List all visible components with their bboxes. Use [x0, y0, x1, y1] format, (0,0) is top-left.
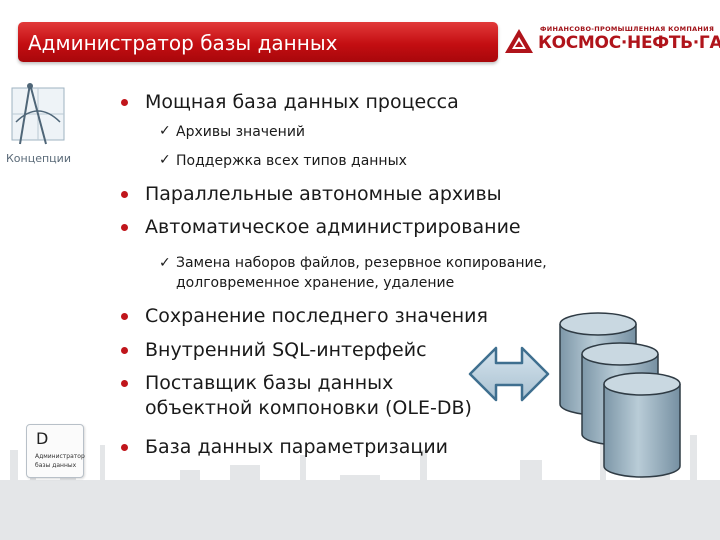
page-title: Администратор базы данных	[28, 31, 338, 55]
list-item: Сохранение последнего значения	[121, 305, 488, 327]
company-logo: ФИНАНСОВО-ПРОМЫШЛЕННАЯ КОМПАНИЯ КОСМОС·Н…	[504, 24, 720, 58]
list-item: Автоматическое администрирование	[121, 216, 521, 238]
list-item: База данных параметризации	[121, 436, 448, 458]
industrial-skyline-decoration	[0, 430, 720, 540]
list-subitem: ✓ Поддержка всех типов данных	[159, 152, 407, 169]
company-name: КОСМОС·НЕФТЬ·ГАЗ	[538, 33, 720, 53]
list-item: Поставщик базы данных объектной компонов…	[121, 371, 485, 421]
double-arrow-icon	[468, 346, 550, 402]
list-item: Мощная база данных процесса	[121, 91, 459, 113]
list-item: Параллельные автономные архивы	[121, 183, 502, 205]
list-subitem: ✓ Замена наборов файлов, резервное копир…	[159, 255, 547, 291]
checkmark-icon: ✓	[159, 255, 171, 271]
bullet-icon	[121, 191, 128, 198]
compass-drawing-icon	[11, 83, 65, 145]
database-cylinder-icon	[603, 372, 681, 478]
database-admin-card: D Администратор базы данных	[26, 424, 85, 478]
card-caption: Администратор базы данных	[35, 453, 85, 469]
list-subitem: ✓ Архивы значений	[159, 123, 306, 140]
concept-label: Концепции	[6, 152, 71, 165]
company-tagline: ФИНАНСОВО-ПРОМЫШЛЕННАЯ КОМПАНИЯ	[540, 25, 715, 33]
card-letter: D	[36, 429, 49, 448]
company-logo-icon	[505, 29, 533, 53]
bullet-icon	[121, 380, 128, 387]
bullet-icon	[121, 347, 128, 354]
bullet-icon	[121, 444, 128, 451]
list-item: Внутренний SQL-интерфейс	[121, 339, 427, 361]
checkmark-icon: ✓	[159, 152, 171, 168]
bullet-icon	[121, 313, 128, 320]
checkmark-icon: ✓	[159, 123, 171, 139]
database-diagram	[468, 312, 681, 478]
title-bar: Администратор базы данных	[18, 22, 498, 62]
bullet-icon	[121, 224, 128, 231]
bullet-icon	[121, 99, 128, 106]
